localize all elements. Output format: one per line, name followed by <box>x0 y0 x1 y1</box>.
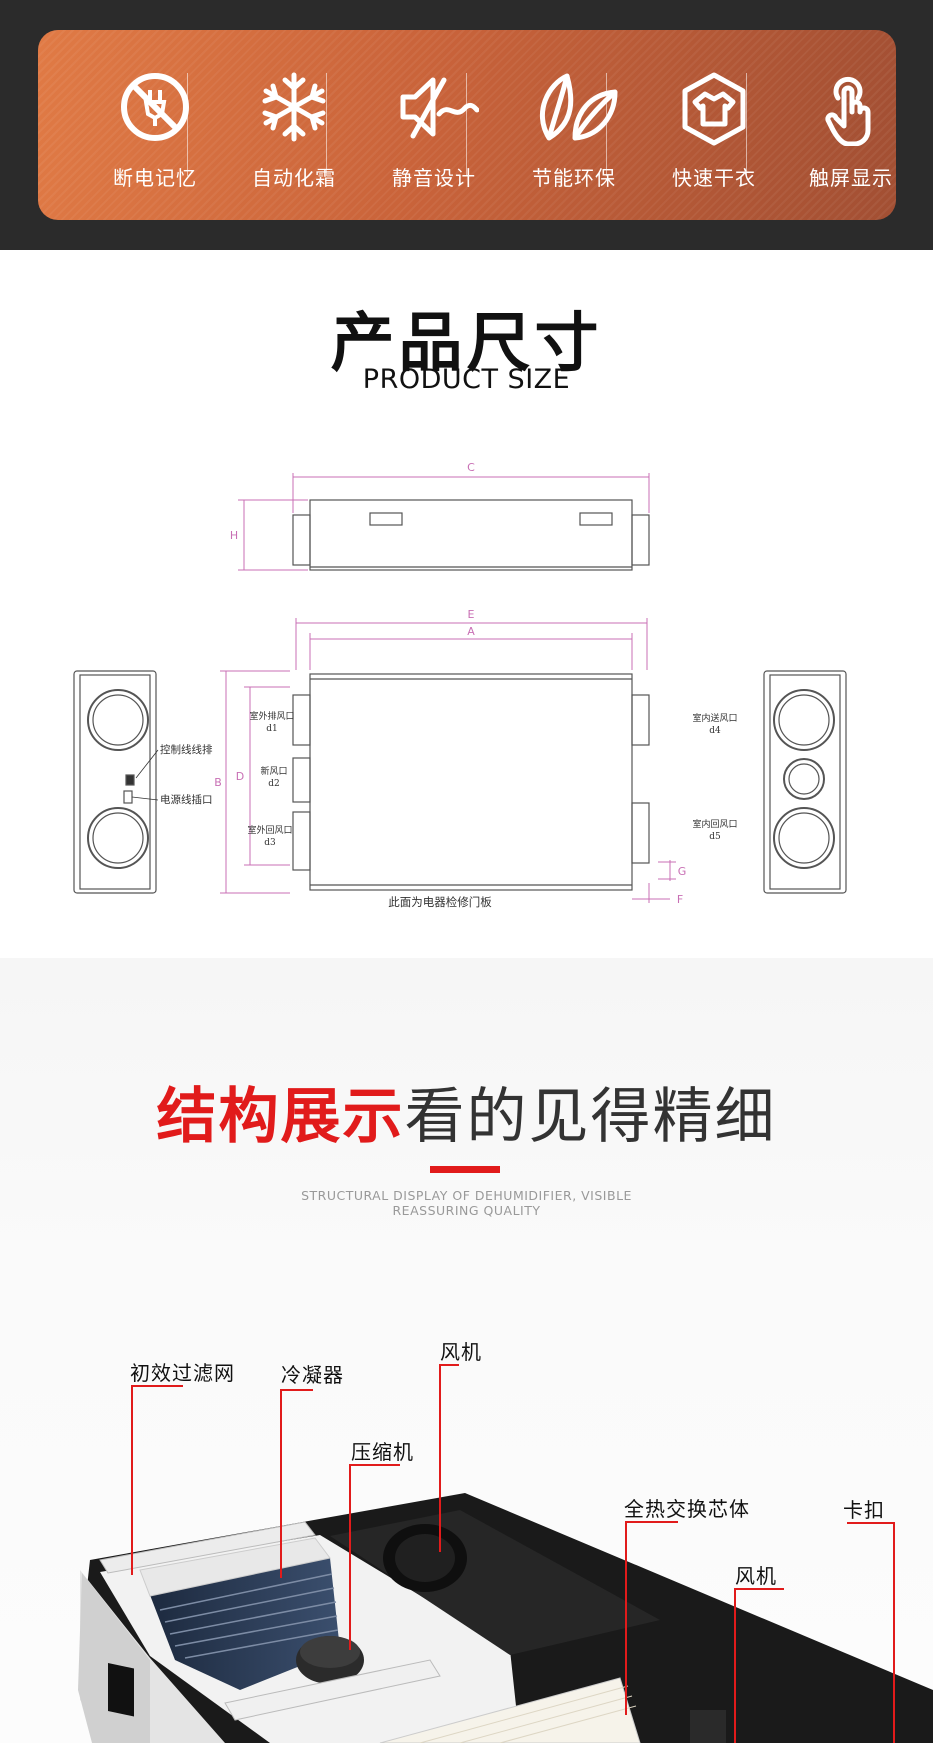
feature-label: 自动化霜 <box>252 166 336 190</box>
front-view-body <box>309 673 633 891</box>
dimension-diagram: C H E A B D G F 室外排风口 d1 新风口 d2 室外回风口 d3… <box>73 461 847 909</box>
structure-title-gray: 看的见得精细 <box>404 1082 777 1152</box>
port-d4-outline <box>631 694 650 746</box>
top-view-handle <box>579 512 613 526</box>
power-socket-label: 电源线插口 <box>160 793 213 806</box>
feature-silent: 静音设计 <box>364 30 504 220</box>
snowflake-icon <box>262 72 326 142</box>
callout-heat-core: 全热交换芯体 <box>624 1497 750 1521</box>
port-d2-code: d2 <box>268 779 280 789</box>
port-d5-code: d5 <box>709 832 721 842</box>
port-d3-code: d3 <box>264 838 276 848</box>
port-d1-outline <box>292 694 311 746</box>
dim-label-b: B <box>214 776 222 789</box>
callout-clip: 卡扣 <box>843 1498 885 1522</box>
feature-card: 断电记忆 自动化霜 静音设计 <box>38 30 896 220</box>
feature-power-memory: 断电记忆 <box>85 30 225 220</box>
dim-label-c: C <box>467 461 475 474</box>
dim-label-h: H <box>230 529 238 542</box>
control-line-label: 控制线线排 <box>160 743 213 756</box>
top-view-left-flange <box>292 514 311 566</box>
structure-subtitle: STRUCTURAL DISPLAY OF DEHUMIDIFIER, VISI… <box>290 1188 643 1218</box>
port-d2-outline <box>292 757 311 803</box>
title-underline <box>430 1166 500 1173</box>
dim-label-d: D <box>236 770 244 783</box>
port-d3-outline <box>292 811 311 871</box>
port-d5-label: 室内回风口 <box>692 818 737 830</box>
callout-compressor: 压缩机 <box>351 1440 414 1464</box>
feature-dry-clothes: 快速干衣 <box>644 30 784 220</box>
port-d1-code: d1 <box>266 724 278 734</box>
feature-divider <box>187 73 188 176</box>
right-side-view <box>763 670 847 894</box>
feature-label: 断电记忆 <box>113 166 197 190</box>
port-d4-label: 室内送风口 <box>692 712 737 724</box>
power-off-memory-icon <box>121 73 189 141</box>
port-d5-outline <box>631 802 650 864</box>
machine-cutaway <box>78 1493 933 1743</box>
feature-defrost: 自动化霜 <box>224 30 364 220</box>
feature-label: 节能环保 <box>532 166 616 190</box>
size-title: 产品尺寸 <box>330 307 603 381</box>
structure-subtitle-line2: REASSURING QUALITY <box>392 1203 541 1218</box>
dim-label-g: G <box>678 865 687 878</box>
port-d3-label: 室外回风口 <box>247 824 292 836</box>
feature-divider <box>746 73 747 176</box>
feature-divider <box>606 73 607 176</box>
tshirt-icon <box>682 72 746 146</box>
callout-condenser: 冷凝器 <box>281 1363 344 1387</box>
port-d4-code: d4 <box>709 726 721 736</box>
callout-filter: 初效过滤网 <box>130 1361 235 1385</box>
leaf-icon <box>539 73 618 141</box>
mute-icon <box>400 77 479 139</box>
port-d1-label: 室外排风口 <box>249 710 294 722</box>
feature-touch: 触屏显示 <box>781 30 896 220</box>
feature-divider <box>466 73 467 176</box>
port-d2-label: 新风口 <box>260 765 287 777</box>
callout-fan-right: 风机 <box>735 1564 777 1588</box>
dim-label-a: A <box>467 625 475 638</box>
structure-title-red: 结构展示 <box>156 1082 405 1152</box>
dim-label-e: E <box>468 608 475 621</box>
left-side-view <box>73 670 157 894</box>
feature-divider <box>326 73 327 176</box>
dim-label-f: F <box>677 893 683 906</box>
callout-fan-top: 风机 <box>440 1340 482 1364</box>
panel-note: 此面为电器检修门板 <box>388 895 492 909</box>
feature-label: 快速干衣 <box>672 166 756 190</box>
structure-subtitle-line1: STRUCTURAL DISPLAY OF DEHUMIDIFIER, VISI… <box>301 1188 632 1203</box>
top-view-body <box>309 499 633 571</box>
feature-eco: 节能环保 <box>504 30 644 220</box>
structure-title: 结构展示看的见得精细 <box>0 1068 933 1155</box>
top-view-right-flange <box>631 514 650 566</box>
touch-icon <box>825 76 871 146</box>
size-subtitle: PRODUCT SIZE <box>362 364 571 395</box>
top-view-handle <box>369 512 403 526</box>
feature-label: 触屏显示 <box>809 166 893 190</box>
feature-label: 静音设计 <box>392 166 476 190</box>
